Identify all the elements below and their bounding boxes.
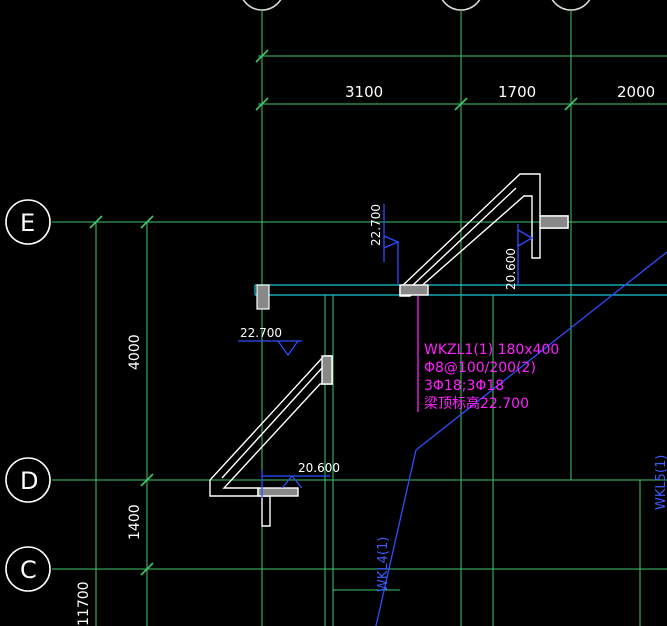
lower-stair-top-hatch [321,355,333,385]
grid-bubble-top-2 [441,0,481,11]
upper-stair-beam-hatch [539,215,569,229]
grid-bubble-top-1 [242,0,282,11]
grid-lines [52,10,667,626]
axis-label-D: D [20,467,38,495]
upper-stair-landing-hatch [399,284,429,296]
dim-top-3100: 3100 [345,83,383,101]
beam-annotation-line1: WKZL1(1) 180x400 [424,342,559,358]
dimension-ticks [89,49,578,576]
axis-bubbles [5,199,51,592]
upper-stair [399,173,569,297]
axis-bubble-C [5,546,51,592]
axis-bubble-E [5,199,51,245]
elevation-lower-bottom: 20.600 [298,461,340,475]
elevation-upper-top: 22.700 [369,204,383,246]
slab-edge [254,284,667,296]
elevation-upper-bottom: 20.600 [504,248,518,290]
dim-left-11700: 11700 [76,581,92,626]
beam-annotation-line2: Φ8@100/200(2) [424,360,536,376]
column-left-hatch [256,284,270,310]
beam-annotation-line4: 梁顶标高22.700 [424,395,529,412]
dim-left-1400: 1400 [127,504,143,540]
dim-top-1700: 1700 [498,83,536,101]
beam-annotation-line3: 3Φ18;3Φ18 [424,378,504,394]
dim-top-2000: 2000 [617,83,655,101]
top-grid-bubbles [242,0,591,11]
axis-bubble-D [5,457,51,503]
dim-left-4000: 4000 [127,334,143,370]
elevation-markers [238,204,667,626]
grid-bubble-top-3 [551,0,591,11]
axis-label-C: C [20,556,37,584]
axis-label-E: E [20,209,35,237]
lower-stair [209,355,333,527]
lower-stair-beam-hatch [257,487,299,497]
elevation-lower-top: 22.700 [240,326,282,340]
beam-label-wkl5: WKL5(1) [654,455,667,510]
beam-label-wkl4: WKL4(1) [376,537,391,592]
